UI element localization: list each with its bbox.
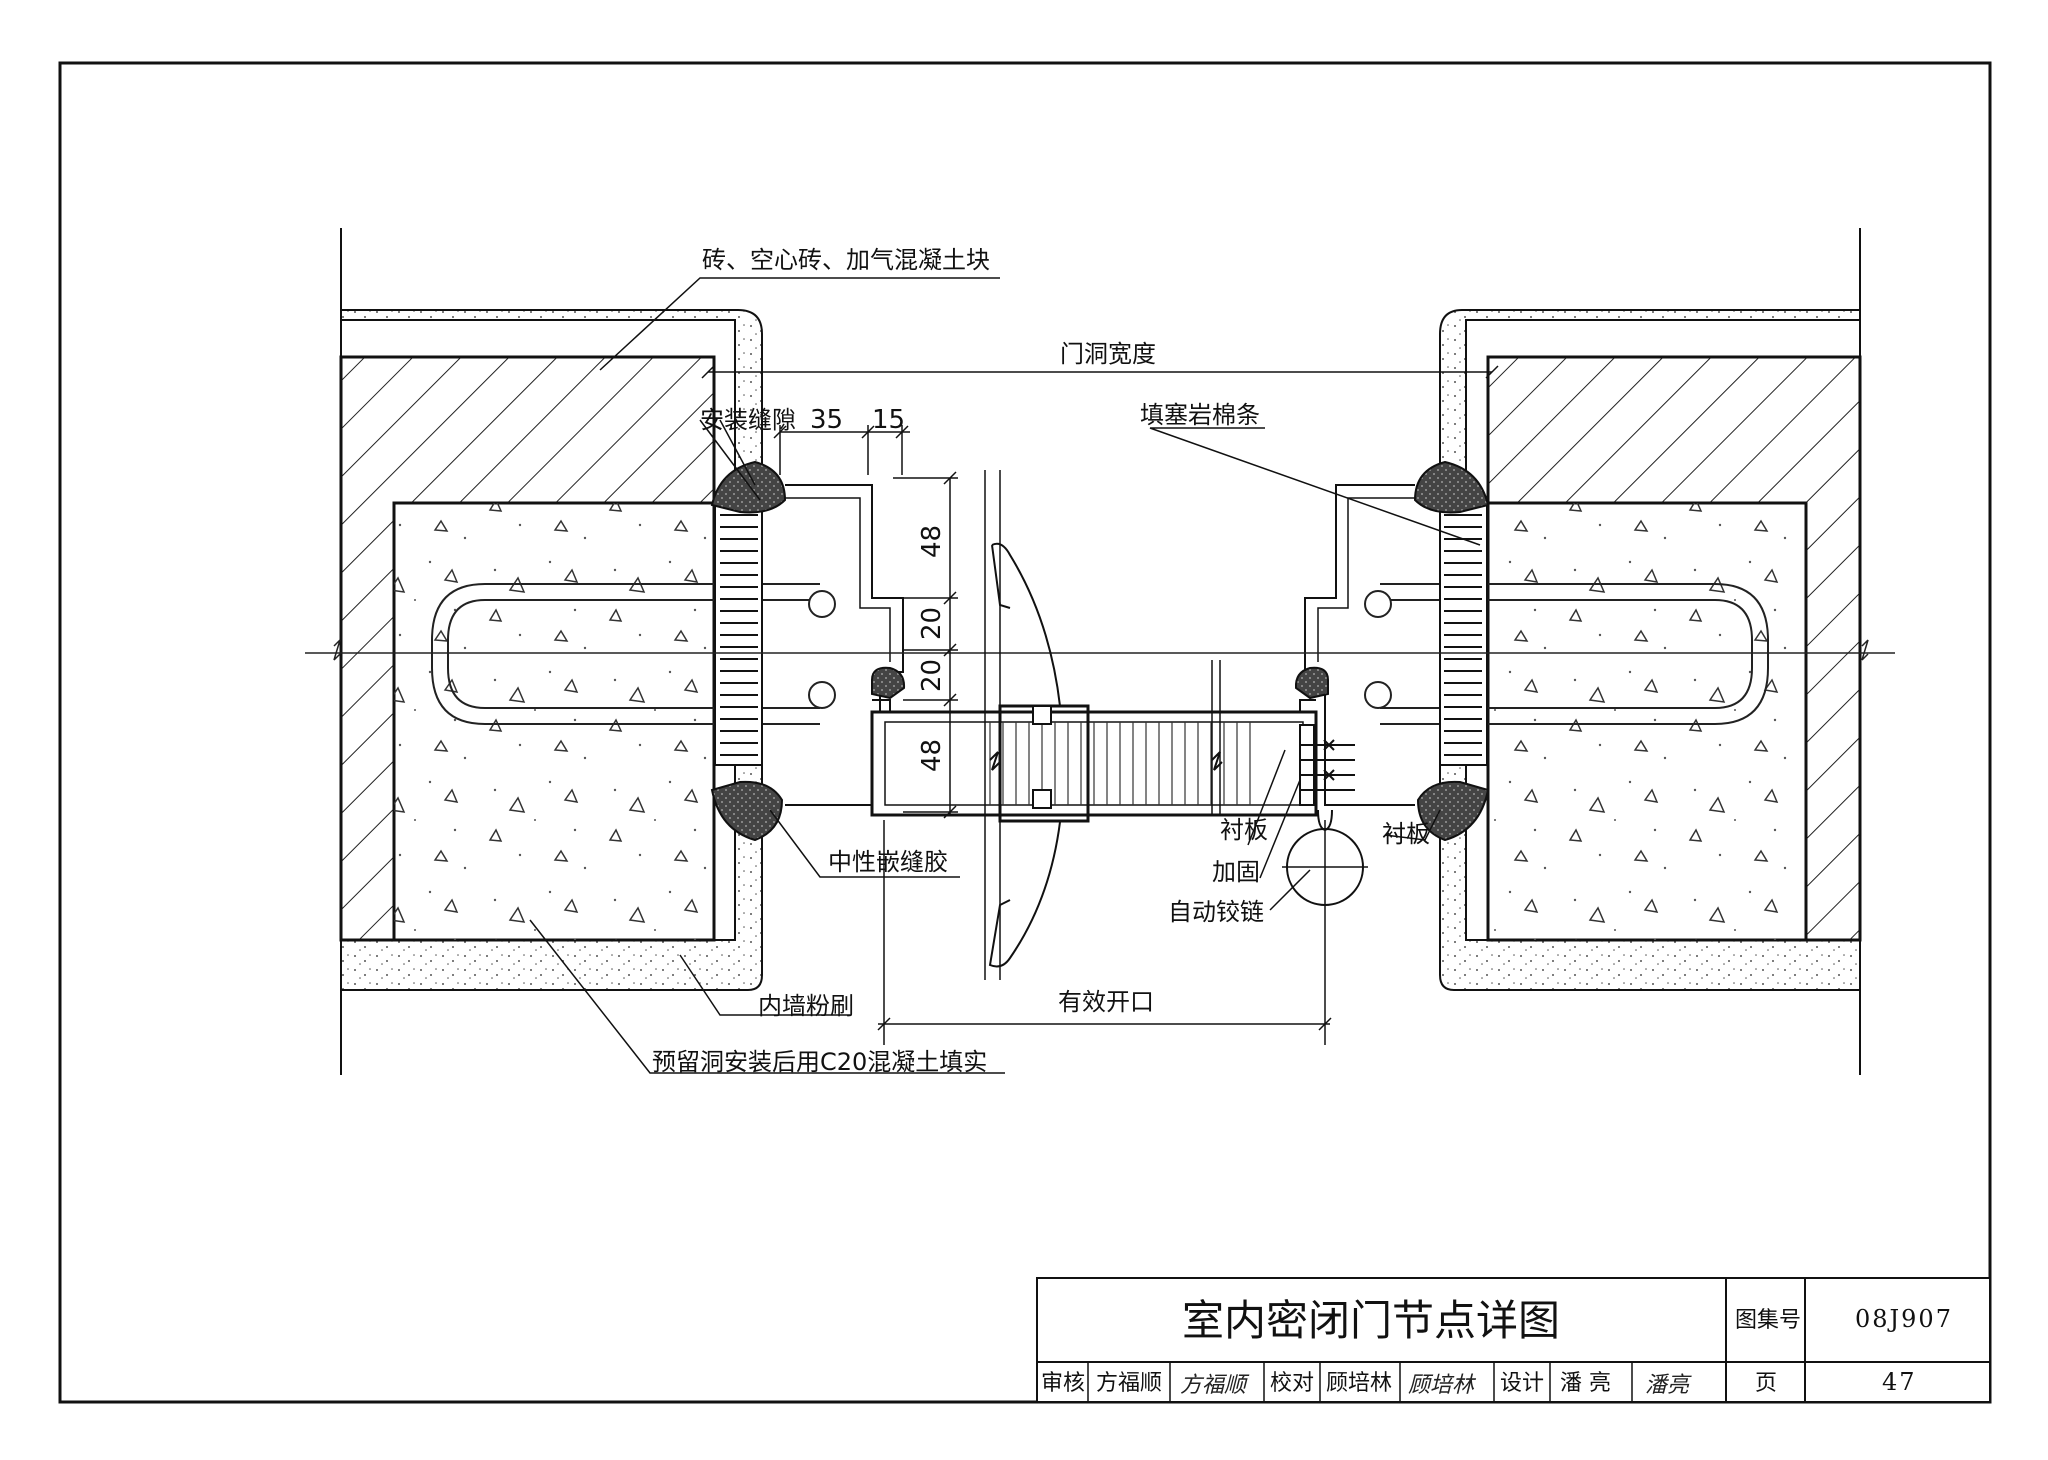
leader-lines [529,277,1481,1074]
label-inner-plaster: 内墙粉刷 [758,992,854,1020]
drawing-title: 室内密闭门节点详图 [1182,1296,1560,1345]
left-wall [339,228,904,1075]
label-opening-width: 门洞宽度 [1060,340,1156,368]
atlas-number: 08J907 [1855,1305,1953,1333]
right-wall [1304,228,1862,1075]
checker-name: 顾培林 [1326,1371,1392,1396]
label-neutral-sealant: 中性嵌缝胶 [828,848,948,876]
label-liner-left: 衬板 [1220,816,1268,844]
label-effective-opening: 有效开口 [1058,988,1154,1016]
page-label: 页 [1755,1371,1777,1396]
review-label: 审核 [1041,1371,1085,1396]
title-block [1036,1277,1991,1403]
dim-15: 15 [872,405,905,435]
dim-20-a: 20 [917,607,947,640]
dim-48-bottom: 48 [917,739,947,772]
page-number: 47 [1882,1368,1917,1396]
dim-35: 35 [810,405,843,435]
reviewer-signature: 方福顺 [1180,1373,1250,1398]
label-brick: 砖、空心砖、加气混凝土块 [702,246,990,274]
door-leaf [870,470,1368,1045]
atlas-number-label: 图集号 [1735,1308,1801,1333]
reviewer-name: 方福顺 [1096,1371,1162,1396]
design-label: 设计 [1500,1371,1544,1396]
label-c20-fill: 预留洞安装后用C20混凝土填实 [652,1048,987,1076]
checker-signature: 顾培林 [1408,1373,1477,1398]
designer-signature: 潘亮 [1645,1373,1692,1398]
label-install-gap: 安装缝隙 [700,406,796,434]
label-rock-wool: 填塞岩棉条 [1140,401,1260,429]
label-reinforce: 加固 [1212,858,1260,886]
sheet-frame [58,61,1992,1404]
dim-48-top: 48 [917,525,947,558]
dim-20-b: 20 [917,659,947,692]
label-auto-hinge: 自动铰链 [1168,898,1264,926]
designer-name: 潘 亮 [1560,1371,1611,1396]
dimension-lines [701,365,1499,1045]
label-liner-right: 衬板 [1382,820,1430,848]
check-label: 校对 [1270,1371,1314,1396]
